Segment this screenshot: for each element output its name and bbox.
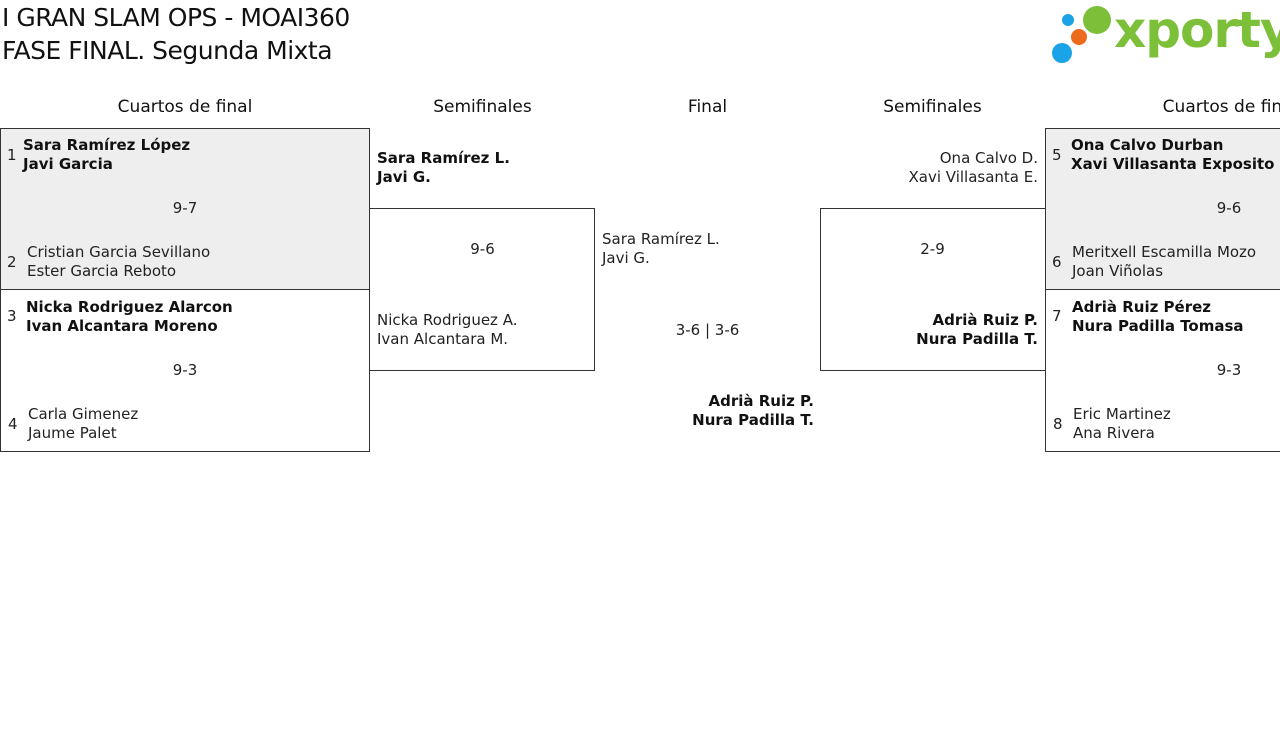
header-left-semis: Semifinales [433,97,532,117]
team-player[interactable]: Ivan Alcantara Moreno [26,317,218,335]
right-quarters-frame [1045,128,1280,452]
match-score: 9-3 [172,361,198,379]
team-player[interactable]: Eric Martinez [1073,405,1171,423]
logo-dot-blue-top [1062,14,1074,26]
right-quarter-divider [1045,289,1280,290]
seed-number: 4 [8,415,18,433]
page-title: I GRAN SLAM OPS - MOAI360 [2,3,350,32]
header-right-semis: Semifinales [883,97,982,117]
team-player[interactable]: Nicka Rodriguez Alarcon [26,298,233,316]
team-player[interactable]: Joan Viñolas [1072,262,1164,280]
team-player[interactable]: Nura Padilla T. [692,411,814,429]
team-player[interactable]: Nura Padilla Tomasa [1072,317,1244,335]
final-score: 3-6 | 3-6 [675,321,740,339]
team-player[interactable]: Nicka Rodriguez A. [377,311,518,329]
header-left-quarters: Cuartos de final [117,97,253,117]
team-player[interactable]: Ana Rivera [1073,424,1155,442]
seed-number: 2 [7,253,17,271]
seed-number: 3 [7,307,17,325]
team-player[interactable]: Adrià Ruiz P. [932,311,1039,329]
team-player[interactable]: Carla Gimenez [28,405,139,423]
team-player[interactable]: Javi Garcia [23,155,113,173]
team-player[interactable]: Ona Calvo Durban [1071,136,1224,154]
match-score: 9-6 [1216,199,1242,217]
seed-number: 7 [1052,307,1062,325]
team-player[interactable]: Javi G. [602,249,650,267]
right-semifinal-bracket [820,208,1046,371]
seed-number: 1 [7,146,17,164]
team-player[interactable]: Sara Ramírez L. [377,149,510,167]
logo-dot-green-top [1083,6,1111,34]
team-player[interactable]: Xavi Villasanta Exposito [1071,155,1275,173]
logo-wordmark: xporty [1114,1,1280,59]
team-player[interactable]: Xavi Villasanta E. [908,168,1038,186]
logo-dot-orange [1071,29,1087,45]
page-subtitle: FASE FINAL. Segunda Mixta [2,36,333,65]
seed-number: 5 [1052,146,1062,164]
team-player[interactable]: Sara Ramírez L. [602,230,720,248]
left-semifinal-bracket [369,208,595,371]
seed-number: 6 [1052,253,1062,271]
team-player[interactable]: Cristian Garcia Sevillano [27,243,211,261]
xporty-logo[interactable]: xporty [1050,1,1280,68]
header-final: Final [687,97,728,117]
right-quarter-1-background [1046,129,1280,289]
logo-dot-blue-bottom [1052,43,1072,63]
team-player[interactable]: Nura Padilla T. [916,330,1038,348]
team-player[interactable]: Ona Calvo D. [939,149,1038,167]
left-quarter-1-background [1,129,369,289]
match-score: 2-9 [920,240,945,258]
team-player[interactable]: Adrià Ruiz P. [708,392,815,410]
team-player[interactable]: Jaume Palet [28,424,117,442]
team-player[interactable]: Sara Ramírez López [23,136,191,154]
left-quarter-divider [0,289,370,290]
team-player[interactable]: Adrià Ruiz Pérez [1072,298,1212,316]
seed-number: 8 [1053,415,1063,433]
match-score: 9-7 [172,199,198,217]
team-player[interactable]: Ester Garcia Reboto [27,262,177,280]
match-score: 9-6 [470,240,495,258]
team-player[interactable]: Ivan Alcantara M. [377,330,509,348]
team-player[interactable]: Javi G. [377,168,431,186]
header-right-quarters: Cuartos de final [1162,97,1280,117]
match-score: 9-3 [1216,361,1242,379]
team-player[interactable]: Meritxell Escamilla Mozo [1072,243,1257,261]
left-quarters-frame [0,128,370,452]
